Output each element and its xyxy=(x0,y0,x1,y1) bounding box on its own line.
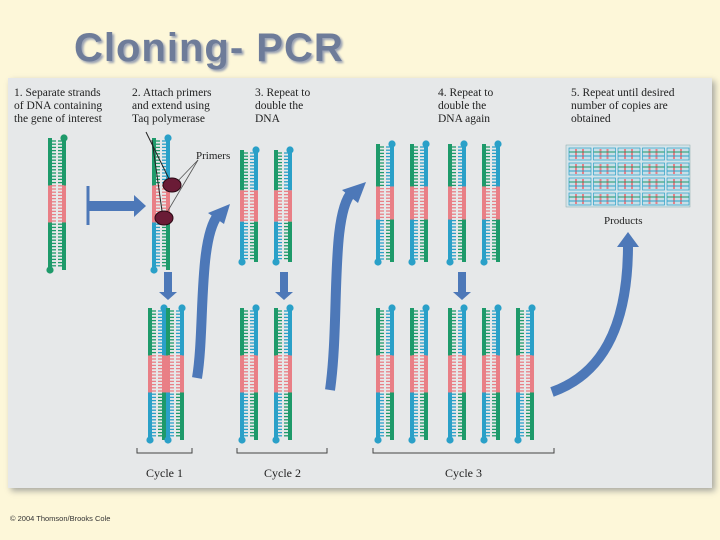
dna-strand xyxy=(250,146,260,262)
primer-pointer xyxy=(151,139,164,219)
cycle-3-label: Cycle 3 xyxy=(445,466,482,480)
cycle-1-label: Cycle 1 xyxy=(146,466,183,480)
dna-strand xyxy=(526,304,536,440)
product-copy xyxy=(568,192,592,206)
copyright-notice: © 2004 Thomson/Brooks Cole xyxy=(10,514,111,523)
down-arrow xyxy=(275,272,293,300)
dna-strand xyxy=(408,144,418,266)
primers-label: Primers xyxy=(196,150,231,162)
primer-marker xyxy=(162,177,182,193)
dna-strand xyxy=(514,308,524,444)
step-2-label: 2. Attach primers and extend using Taq p… xyxy=(132,87,212,125)
dna-strand xyxy=(480,144,490,266)
dna-strand xyxy=(58,134,68,270)
dna-strand xyxy=(458,304,468,440)
dna-strand xyxy=(250,304,260,440)
dna-strand xyxy=(386,140,396,262)
product-copy xyxy=(617,147,641,161)
product-copy xyxy=(666,147,690,161)
product-copy xyxy=(593,177,616,191)
dna-strand xyxy=(458,140,468,262)
product-copy xyxy=(617,192,641,206)
product-copy xyxy=(642,162,665,176)
dna-strand xyxy=(158,304,168,440)
product-copy xyxy=(666,162,690,176)
dna-strand xyxy=(238,308,248,444)
product-copy xyxy=(617,177,641,191)
primer-marker xyxy=(154,210,174,226)
dna-strand xyxy=(492,140,502,262)
dna-strand xyxy=(284,146,294,262)
dna-strand xyxy=(420,140,430,262)
dna-strand xyxy=(492,304,502,440)
dna-strand xyxy=(386,304,396,440)
product-copy xyxy=(568,147,592,161)
curved-arrow xyxy=(550,244,633,397)
product-copy xyxy=(642,192,665,206)
product-copy xyxy=(666,177,690,191)
dna-strand xyxy=(408,308,418,444)
dna-strand xyxy=(146,308,156,444)
product-copy xyxy=(593,192,616,206)
slide-title: Cloning- PCR xyxy=(74,26,344,70)
dna-strand xyxy=(272,308,282,444)
dna-strand xyxy=(162,134,172,270)
product-copy xyxy=(666,192,690,206)
dna-strand xyxy=(420,304,430,440)
cycle-bracket xyxy=(372,448,555,454)
curved-arrow-head xyxy=(617,232,639,247)
dna-strand xyxy=(374,144,384,266)
dna-strand xyxy=(164,308,174,444)
curved-arrow-head xyxy=(342,182,366,203)
curved-arrow xyxy=(192,211,223,379)
dna-strand xyxy=(480,308,490,444)
dna-strand xyxy=(238,150,248,266)
curved-arrow-head xyxy=(208,204,230,224)
primer-pointer xyxy=(165,159,199,215)
dna-strand xyxy=(46,138,56,274)
step-1-label: 1. Separate strands of DNA containing th… xyxy=(14,87,103,125)
product-copy xyxy=(617,162,641,176)
product-copy xyxy=(593,147,616,161)
products-label: Products xyxy=(604,215,643,227)
dna-strand xyxy=(374,308,384,444)
curved-arrow xyxy=(325,188,357,391)
step-4-label: 4. Repeat to double the DNA again xyxy=(438,87,494,125)
down-arrow xyxy=(453,272,471,300)
primer-pointer xyxy=(145,131,173,186)
cycle-2-label: Cycle 2 xyxy=(264,466,301,480)
dna-strand xyxy=(176,304,186,440)
product-copy xyxy=(593,162,616,176)
dna-strand xyxy=(446,308,456,444)
dna-strand xyxy=(284,304,294,440)
product-copy xyxy=(642,147,665,161)
dna-strand xyxy=(446,144,456,266)
product-copy xyxy=(568,177,592,191)
product-copy xyxy=(568,162,592,176)
step-3-label: 3. Repeat to double the DNA xyxy=(255,87,311,125)
dna-strand xyxy=(272,150,282,266)
product-copy xyxy=(642,177,665,191)
right-arrow xyxy=(88,195,146,217)
cycle-bracket xyxy=(136,448,193,454)
down-arrow xyxy=(159,272,177,300)
cycle-bracket xyxy=(236,448,328,454)
step-5-label: 5. Repeat until desired number of copies… xyxy=(571,87,675,125)
